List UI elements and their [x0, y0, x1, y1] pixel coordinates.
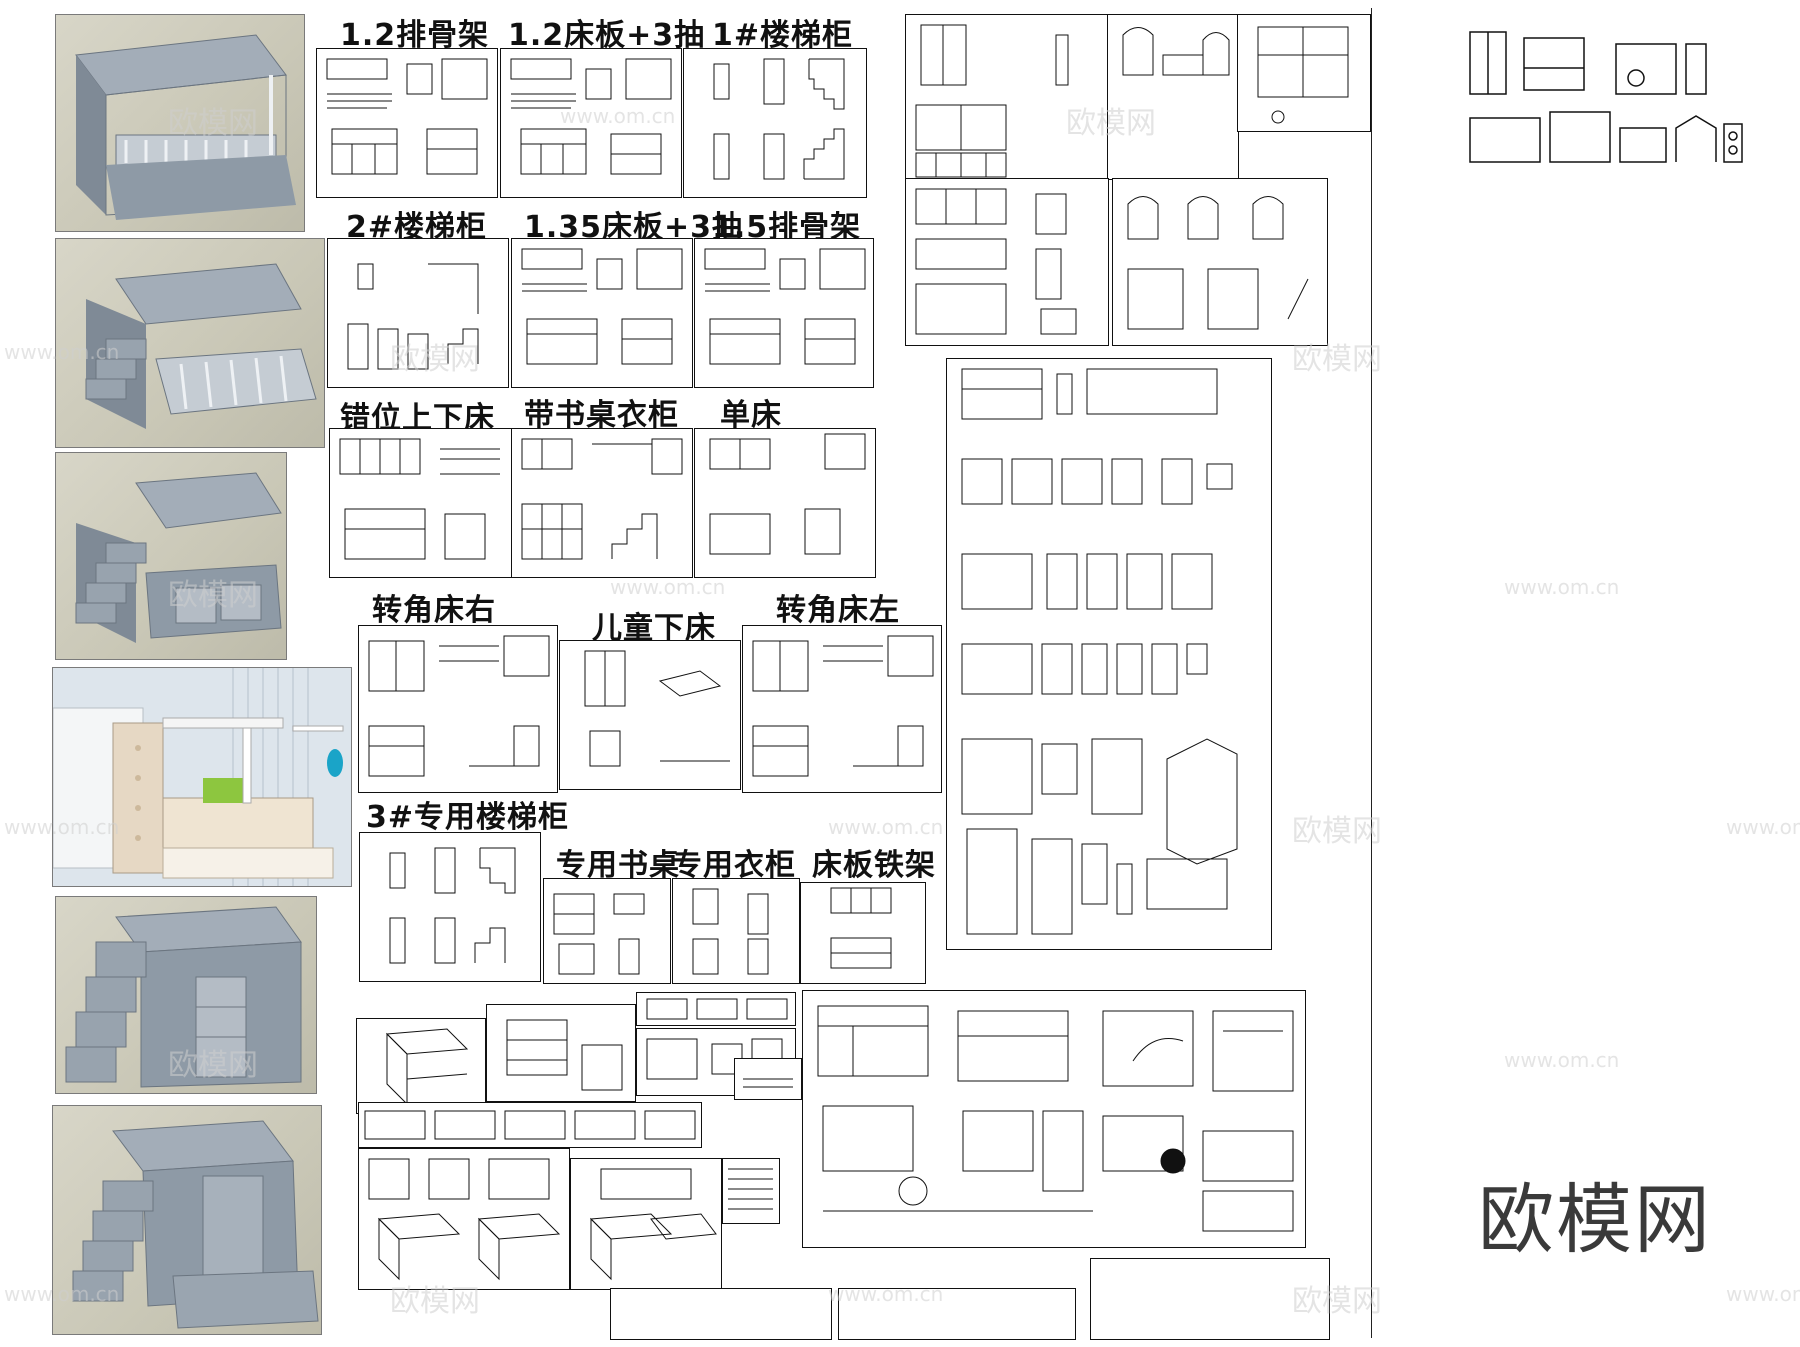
cad-drawing — [713, 58, 845, 180]
cad-drawing — [385, 1028, 469, 1106]
cad-drawing — [817, 1005, 1294, 1232]
cad-sheet-stair-1[interactable] — [683, 48, 867, 198]
page-border-right — [1371, 8, 1372, 1338]
cad-drawing — [347, 263, 479, 370]
cad-sheet-bunk-3d-b[interactable] — [358, 1148, 570, 1290]
watermark-url: www.om.cn — [1504, 1048, 1620, 1072]
cad-drawing — [752, 635, 934, 777]
cad-sheet-corner-left[interactable] — [742, 625, 942, 793]
thumbnail-loft-bed-4[interactable] — [55, 896, 317, 1094]
cad-drawing — [1122, 27, 1230, 76]
cad-drawing — [709, 433, 866, 555]
thumbnail-bunk-bed-1[interactable] — [55, 14, 305, 232]
thumbnail-bunk-bed-2[interactable] — [55, 238, 325, 448]
cad-sheet-detail-g[interactable] — [802, 990, 1306, 1248]
cad-sheet-drawer-set[interactable] — [486, 1004, 636, 1102]
thumbnail-bunk-bed-3[interactable] — [55, 452, 287, 660]
label-stair-cabinet-3: 3#专用楼梯柜 — [366, 800, 570, 835]
cad-sheet-kids-lower-bed[interactable] — [559, 640, 741, 790]
kids-room-photo-render — [53, 668, 351, 886]
label-special-desk: 专用书桌 — [556, 848, 680, 883]
watermark-url: www.om.cn — [1504, 575, 1620, 599]
cad-sheet-small-1[interactable] — [636, 992, 796, 1026]
cad-drawing — [830, 887, 892, 969]
cad-sheet-detail-f[interactable] — [946, 358, 1272, 950]
watermark-url: www.om.cn — [610, 575, 726, 599]
cad-drawing — [584, 650, 730, 767]
cad-drawing — [728, 1168, 773, 1210]
cad-drawing — [326, 58, 488, 175]
cad-sheet-special-wardrobe[interactable] — [672, 878, 800, 984]
cad-sheet-blank-3[interactable] — [1090, 1258, 1330, 1340]
cad-drawing — [510, 58, 672, 175]
cad-sheet-corner-right[interactable] — [358, 625, 558, 793]
label-corner-bed-right: 转角床右 — [372, 593, 496, 628]
watermark-url: www.om.cn — [1726, 1282, 1800, 1306]
cad-sheet-desk-wardrobe[interactable] — [511, 428, 693, 578]
watermark-cn: 欧模网 — [1292, 814, 1382, 849]
cad-drawing — [389, 847, 516, 964]
cad-sheet-detail-d[interactable] — [905, 178, 1109, 346]
bunk-bed-render-2 — [85, 263, 317, 429]
cad-drawing — [506, 1019, 623, 1091]
label-1-2-slat-frame: 1.2排骨架 — [340, 18, 490, 53]
cad-drawing — [1257, 26, 1349, 124]
cad-drawing — [589, 1168, 717, 1281]
cad-drawing — [553, 893, 645, 975]
cad-drawing — [339, 438, 500, 560]
cad-sheet-row-strip[interactable] — [358, 1102, 702, 1148]
label-desk-wardrobe: 带书桌衣柜 — [524, 398, 679, 433]
label-corner-bed-left: 转角床左 — [776, 593, 900, 628]
cad-drawing — [1127, 196, 1309, 330]
cad-sheet-single-bed[interactable] — [694, 428, 876, 578]
cad-sheet-iron-frame[interactable] — [800, 882, 926, 984]
cad-drawing — [646, 998, 788, 1020]
cad-sheet-table-list[interactable] — [722, 1158, 780, 1224]
cad-sheet-blank-1[interactable] — [610, 1288, 832, 1340]
thumbnail-loft-bed-5[interactable] — [52, 1105, 322, 1335]
icon-strip — [1466, 28, 1746, 168]
label-bed-board-iron-frame: 床板铁架 — [812, 848, 936, 883]
cad-drawing — [961, 368, 1238, 935]
cad-drawing — [364, 1110, 696, 1140]
cad-sheet-bunk-3d-c[interactable] — [570, 1158, 722, 1290]
cad-sheet-1-2-slat[interactable] — [316, 48, 498, 198]
thumbnail-kids-room-photo[interactable] — [52, 667, 352, 887]
watermark-url: www.om.cn — [828, 815, 944, 839]
cad-sheet-detail-a[interactable] — [905, 14, 1109, 180]
cad-drawing — [368, 1158, 561, 1281]
cad-sheet-1-5-slat[interactable] — [694, 238, 874, 388]
loft-bed-render-5 — [72, 1120, 319, 1329]
bunk-bed-render-1 — [75, 34, 296, 220]
cad-sheet-1-2-board[interactable] — [500, 48, 682, 198]
label-special-wardrobe: 专用衣柜 — [672, 848, 796, 883]
cad-drawing — [915, 188, 1077, 335]
cad-sheet-1-35-board[interactable] — [511, 238, 693, 388]
brand-logo: 欧模网 — [1478, 1175, 1712, 1264]
loft-bed-render-4 — [65, 906, 302, 1088]
cad-sheet-blank-2[interactable] — [838, 1288, 1076, 1340]
cad-drawing — [692, 888, 769, 975]
cad-sheet-small-3[interactable] — [734, 1058, 802, 1100]
cad-drawing — [915, 24, 1069, 178]
bunk-bed-render-3 — [75, 472, 282, 643]
cad-drawing — [368, 635, 550, 777]
cad-sheet-stair-2[interactable] — [327, 238, 509, 388]
cad-sheet-detail-c[interactable] — [1237, 14, 1371, 132]
cad-sheet-offset-bunk[interactable] — [329, 428, 513, 578]
cad-sheet-detail-b[interactable] — [1107, 14, 1239, 180]
cad-drawing — [704, 248, 866, 365]
cad-sheet-bunk-3d-a[interactable] — [356, 1018, 486, 1114]
cad-sheet-stair-3[interactable] — [359, 832, 541, 982]
cad-drawing — [521, 248, 683, 365]
cad-drawing — [743, 1078, 793, 1088]
label-stair-cabinet-1: 1#楼梯柜 — [712, 18, 854, 53]
watermark-url: www.om.cn — [1726, 815, 1800, 839]
cad-sheet-special-desk[interactable] — [543, 878, 671, 984]
label-1-2-board-3-drawer: 1.2床板+3抽 — [508, 18, 706, 53]
cad-sheet-detail-e[interactable] — [1112, 178, 1328, 346]
cad-drawing — [521, 438, 683, 560]
furniture-icons — [1469, 31, 1743, 163]
label-single-bed: 单床 — [720, 398, 782, 433]
